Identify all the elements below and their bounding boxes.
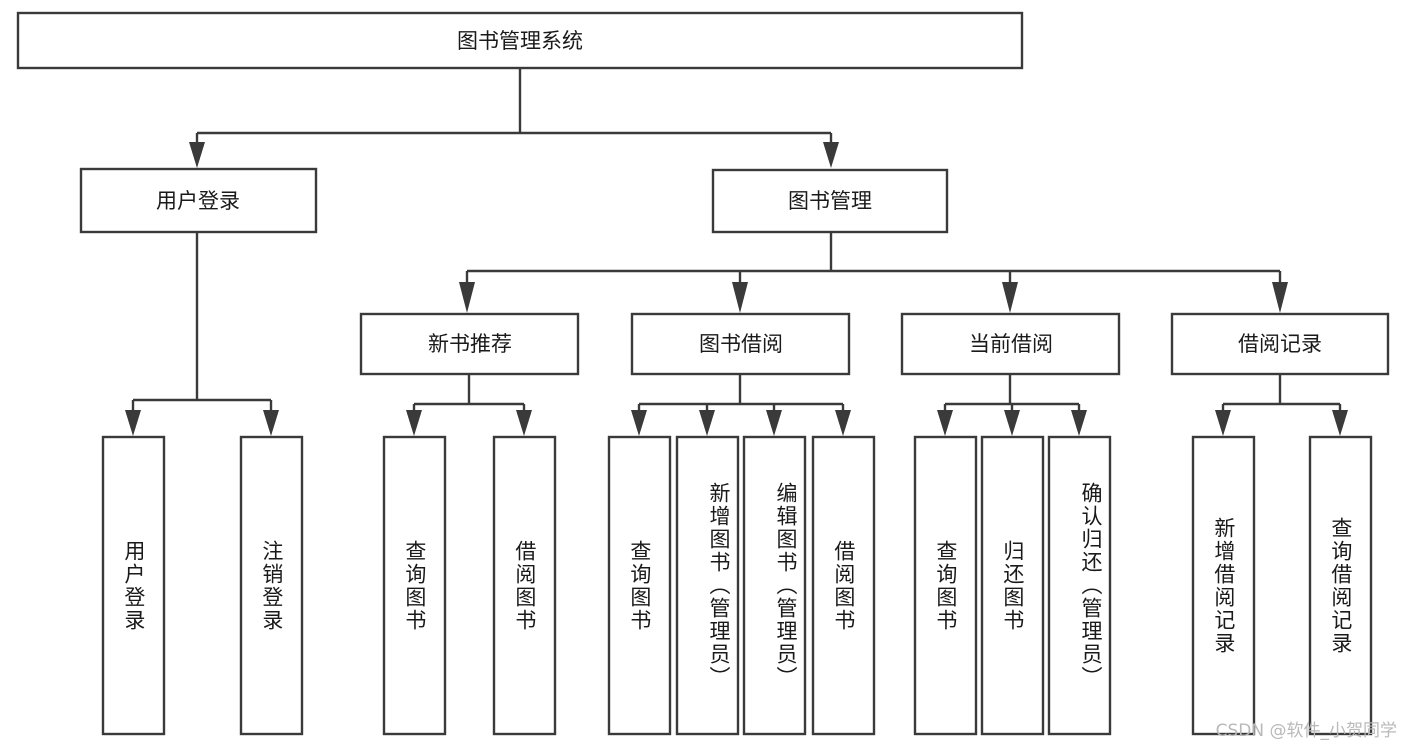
arrow-book-management — [823, 142, 839, 168]
arrow-leaf-query-book-2 — [631, 410, 647, 436]
arrow-leaf-confirm-return — [1071, 410, 1087, 436]
arrow-leaf-user-login — [125, 410, 141, 436]
arrow-user-login — [189, 142, 205, 168]
node-book-borrow-label: 图书借阅 — [699, 332, 783, 356]
node-layer: 图书管理系统 用户登录 图书管理 新书推荐 图书借阅 当前借阅 借阅记录 — [16, 11, 1390, 736]
node-leaf-query-record-box[interactable] — [1308, 435, 1373, 736]
arrow-leaf-edit-book — [766, 410, 782, 436]
arrow-new-book-recommend — [459, 282, 475, 313]
arrow-leaf-query-book-3 — [937, 410, 953, 436]
node-leaf-borrow-book-2-box[interactable] — [811, 435, 876, 736]
arrow-current-borrow — [1002, 282, 1018, 313]
arrow-book-borrow — [732, 282, 748, 313]
node-current-borrow-label: 当前借阅 — [969, 332, 1053, 356]
arrow-borrow-record — [1272, 282, 1288, 313]
node-book-management-box[interactable] — [711, 168, 949, 234]
node-leaf-query-book-3-box[interactable] — [913, 435, 978, 736]
node-leaf-add-record-box[interactable] — [1191, 435, 1256, 736]
arrow-leaf-query-record — [1332, 410, 1348, 436]
node-book-management-label: 图书管理 — [788, 189, 872, 213]
node-leaf-edit-book-box[interactable] — [742, 435, 807, 736]
node-leaf-query-book-2-box[interactable] — [607, 435, 672, 736]
node-user-login-box[interactable] — [79, 167, 318, 234]
connector-layer — [125, 68, 1348, 436]
arrow-leaf-add-book — [699, 410, 715, 436]
arrow-leaf-add-record — [1215, 410, 1231, 436]
node-root-box[interactable] — [16, 11, 1024, 70]
node-book-borrow-box[interactable] — [630, 312, 851, 376]
node-current-borrow-box[interactable] — [900, 312, 1121, 376]
node-root-label: 图书管理系统 — [457, 29, 583, 53]
node-leaf-logout-login-box[interactable] — [239, 435, 304, 736]
node-leaf-return-book-box[interactable] — [980, 435, 1045, 736]
node-user-login-label: 用户登录 — [156, 189, 240, 213]
arrow-leaf-query-book-1 — [406, 410, 422, 436]
node-leaf-add-book-box[interactable] — [675, 435, 740, 736]
node-leaf-confirm-return-box[interactable] — [1047, 435, 1112, 736]
arrow-leaf-borrow-book-2 — [835, 410, 851, 436]
arrow-leaf-borrow-book-1 — [516, 410, 532, 436]
node-new-book-recommend-label: 新书推荐 — [428, 332, 512, 356]
node-borrow-record-box[interactable] — [1170, 312, 1390, 376]
node-leaf-user-login-box[interactable] — [101, 435, 166, 736]
node-borrow-record-label: 借阅记录 — [1238, 332, 1322, 356]
watermark-text: CSDN @软件_小贺同学 — [1215, 721, 1397, 741]
node-new-book-recommend-box[interactable] — [359, 312, 580, 376]
arrow-leaf-return-book — [1004, 410, 1020, 436]
node-leaf-borrow-book-1-box[interactable] — [492, 435, 557, 736]
node-leaf-query-book-1-box[interactable] — [382, 435, 447, 736]
arrow-leaf-logout-login — [263, 410, 279, 436]
